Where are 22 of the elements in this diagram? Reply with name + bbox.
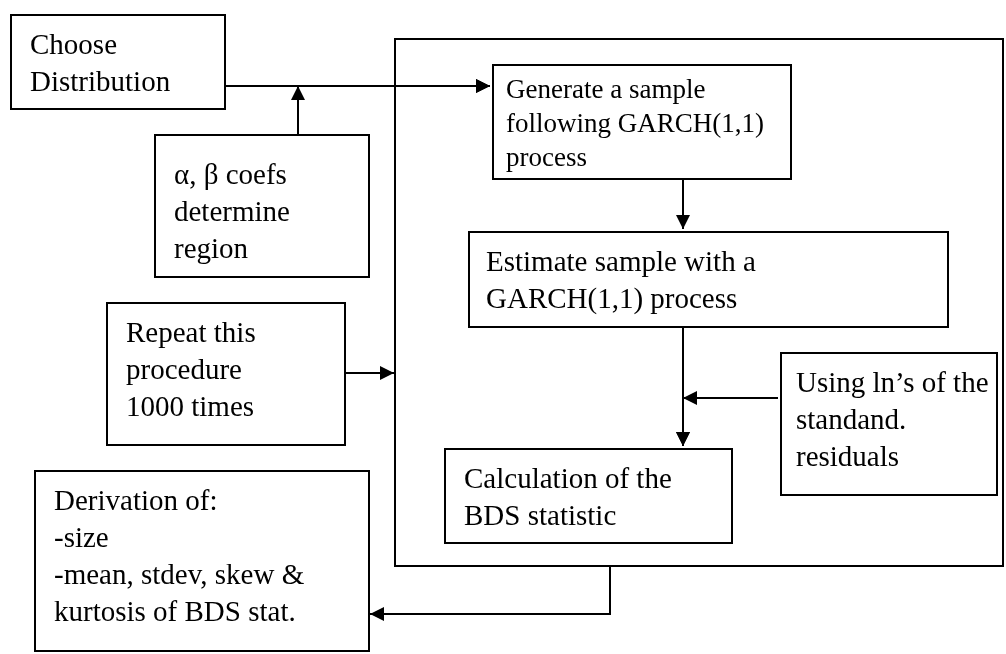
box-text: Estimate sample with a GARCH(1,1) process <box>486 244 757 316</box>
box-text: Derivation of: -size -mean, stdev, skew & kurtosis of BDS stat. <box>54 483 306 629</box>
box-text: Repeat this procedure 1000 times <box>126 315 257 424</box>
arrow <box>345 366 395 380</box>
container-box <box>394 38 1004 567</box>
arrow <box>676 177 690 230</box>
box-text: Calculation of the BDS statistic <box>464 461 673 533</box>
box-text: Using ln’s of the standand. residuals <box>796 365 990 474</box>
process-box <box>106 302 346 446</box>
box-text: α, β coefs determine region <box>174 157 291 266</box>
process-box <box>780 352 998 496</box>
arrow <box>676 391 779 447</box>
process-box <box>10 14 226 110</box>
process-box <box>34 470 370 652</box>
process-box <box>154 134 370 278</box>
process-box <box>492 64 792 180</box>
box-text: Generate a sample following GARCH(1,1) process <box>506 73 765 174</box>
process-box <box>468 231 949 328</box>
arrow <box>291 79 491 135</box>
box-text: Choose Distribution <box>30 27 172 99</box>
process-box <box>444 448 733 544</box>
arrow <box>369 566 611 621</box>
